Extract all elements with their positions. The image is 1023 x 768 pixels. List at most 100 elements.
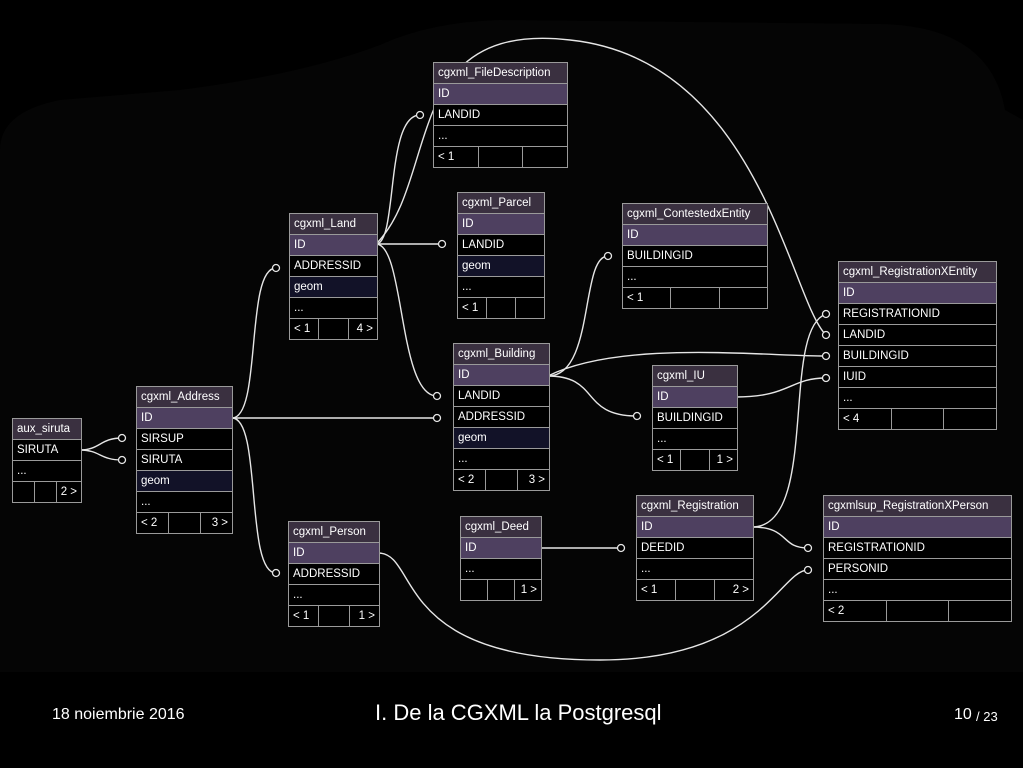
- pagination-cell[interactable]: [13, 482, 34, 502]
- table-field[interactable]: ADDRESSID: [289, 563, 379, 584]
- pagination-cell[interactable]: 3 >: [517, 470, 549, 490]
- table-field[interactable]: BUILDINGID: [839, 345, 996, 366]
- table-field[interactable]: ...: [623, 266, 767, 287]
- table-field[interactable]: SIRUTA: [137, 449, 232, 470]
- pagination-cell[interactable]: [318, 319, 347, 339]
- pagination-cell[interactable]: [890, 409, 944, 429]
- pagination-cell[interactable]: 4 >: [347, 319, 377, 339]
- table-field[interactable]: ADDRESSID: [290, 255, 377, 276]
- pagination-cell[interactable]: < 1: [293, 610, 310, 622]
- pagination-cell[interactable]: < 1: [294, 323, 311, 335]
- pagination-cell[interactable]: [461, 580, 487, 600]
- table-field[interactable]: ...: [458, 276, 544, 297]
- table-field[interactable]: LANDID: [839, 324, 996, 345]
- table-field[interactable]: ID: [637, 516, 753, 537]
- pagination-cell[interactable]: [477, 147, 523, 167]
- table-field[interactable]: geom: [290, 276, 377, 297]
- table-field[interactable]: ID: [289, 542, 379, 563]
- pagination-cell[interactable]: 2 >: [714, 580, 753, 600]
- pagination-cell[interactable]: [680, 450, 708, 470]
- pagination-cell[interactable]: [485, 470, 517, 490]
- table-field[interactable]: ...: [839, 387, 996, 408]
- table-field[interactable]: ...: [637, 558, 753, 579]
- pagination-cell[interactable]: < 1: [627, 292, 644, 304]
- table-field[interactable]: LANDID: [454, 385, 549, 406]
- table-field[interactable]: ...: [824, 579, 1011, 600]
- pagination-cell[interactable]: [486, 298, 515, 318]
- table-field[interactable]: ID: [458, 213, 544, 234]
- table-field[interactable]: ID: [461, 537, 541, 558]
- table-field[interactable]: SIRSUP: [137, 428, 232, 449]
- pagination-cell[interactable]: 2 >: [55, 482, 81, 502]
- pagination-cell[interactable]: [515, 298, 544, 318]
- table-field[interactable]: BUILDINGID: [623, 245, 767, 266]
- pagination-cell[interactable]: < 2: [458, 474, 475, 486]
- pagination-cell[interactable]: [718, 288, 767, 308]
- table-field[interactable]: ID: [653, 386, 737, 407]
- table-field[interactable]: ID: [623, 224, 767, 245]
- table-field[interactable]: geom: [137, 470, 232, 491]
- table-field[interactable]: geom: [458, 255, 544, 276]
- table-field[interactable]: REGISTRATIONID: [839, 303, 996, 324]
- table-field[interactable]: ID: [434, 83, 567, 104]
- pagination-cell[interactable]: [670, 288, 718, 308]
- pagination-cell[interactable]: < 1: [657, 454, 674, 466]
- pagination-cell[interactable]: [168, 513, 200, 533]
- pagination-cell[interactable]: 1 >: [348, 606, 379, 626]
- table-field[interactable]: ...: [13, 460, 81, 481]
- pagination-cell[interactable]: < 1: [641, 584, 658, 596]
- table-field[interactable]: SIRUTA: [13, 439, 81, 460]
- pagination-cell[interactable]: < 1: [438, 151, 455, 163]
- table-field[interactable]: ...: [454, 448, 549, 469]
- table-field[interactable]: ID: [454, 364, 549, 385]
- table-field[interactable]: ID: [824, 516, 1011, 537]
- table-field[interactable]: IUID: [839, 366, 996, 387]
- table-field[interactable]: ...: [137, 491, 232, 512]
- table-field[interactable]: BUILDINGID: [653, 407, 737, 428]
- pagination-cell[interactable]: 1 >: [514, 580, 541, 600]
- table-field[interactable]: ADDRESSID: [454, 406, 549, 427]
- table-field[interactable]: ID: [839, 282, 996, 303]
- pagination-cell[interactable]: [943, 409, 996, 429]
- table-field[interactable]: LANDID: [458, 234, 544, 255]
- table-field[interactable]: PERSONID: [824, 558, 1011, 579]
- table-field[interactable]: ID: [290, 234, 377, 255]
- pagination-cell[interactable]: < 2: [828, 605, 845, 617]
- rel-registration-regperson: [751, 526, 809, 549]
- pagination-cell[interactable]: < 1: [462, 302, 479, 314]
- pagination-cell[interactable]: [487, 580, 514, 600]
- pagination-cell[interactable]: [33, 482, 56, 502]
- table-field[interactable]: ...: [653, 428, 737, 449]
- table-field[interactable]: ...: [461, 558, 541, 579]
- table-field[interactable]: REGISTRATIONID: [824, 537, 1011, 558]
- table-field[interactable]: ...: [289, 584, 379, 605]
- table-field[interactable]: DEEDID: [637, 537, 753, 558]
- table-field[interactable]: LANDID: [434, 104, 567, 125]
- pagination-cell[interactable]: [885, 601, 949, 621]
- pagination-cell[interactable]: [675, 580, 714, 600]
- pagination-cell[interactable]: 3 >: [200, 513, 232, 533]
- pagination-cell[interactable]: [948, 601, 1011, 621]
- pagination-cell[interactable]: [522, 147, 567, 167]
- table-field[interactable]: ...: [434, 125, 567, 146]
- table-field[interactable]: ID: [137, 407, 232, 428]
- pagination-cell[interactable]: [318, 606, 348, 626]
- pagination-cell[interactable]: < 2: [141, 517, 158, 529]
- table-field[interactable]: ...: [290, 297, 377, 318]
- table-field[interactable]: geom: [454, 427, 549, 448]
- pagination-cell[interactable]: 1 >: [708, 450, 737, 470]
- pagination-cell[interactable]: < 4: [843, 413, 860, 425]
